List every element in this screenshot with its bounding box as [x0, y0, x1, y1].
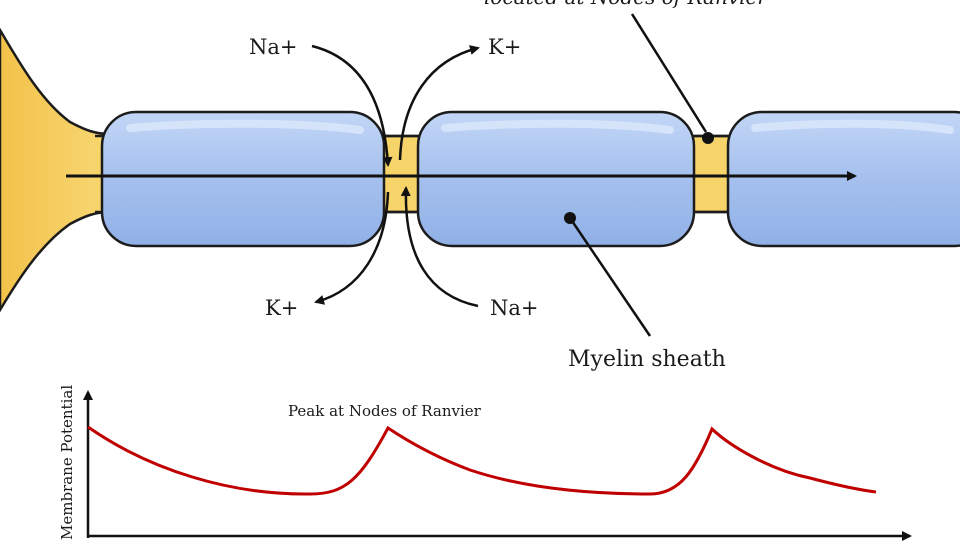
peak-annotation: Peak at Nodes of Ranvier — [288, 402, 482, 420]
y-axis-label: Membrane Potential — [58, 385, 76, 540]
label-k-bottom: K+ — [265, 296, 298, 320]
top-annotation-dot — [702, 132, 714, 144]
label-na-bottom: Na+ — [490, 296, 539, 320]
myelin-segment-3 — [726, 110, 960, 248]
myelin-sheath-label: Myelin sheath — [568, 347, 726, 372]
top-annotation-pointer — [630, 13, 708, 133]
membrane-potential-graph: Membrane Potential Peak at Nodes of Ranv… — [58, 385, 912, 541]
label-na-top: Na+ — [249, 35, 298, 59]
na-influx-arrow-bottom — [400, 186, 479, 308]
k-efflux-arrow-top — [398, 45, 480, 161]
myelin-segment-2 — [416, 110, 696, 248]
axon-hillock — [0, 27, 112, 313]
myelin-pointer — [568, 217, 652, 337]
myelin-pointer-dot — [564, 212, 576, 224]
top-annotation: located at Nodes of Ranvier — [484, 0, 768, 9]
potential-curve — [87, 425, 877, 496]
k-efflux-arrow-bottom — [314, 191, 390, 305]
na-influx-arrow-top — [311, 44, 393, 167]
label-k-top: K+ — [488, 35, 521, 59]
myelin-segment-1 — [100, 110, 386, 248]
